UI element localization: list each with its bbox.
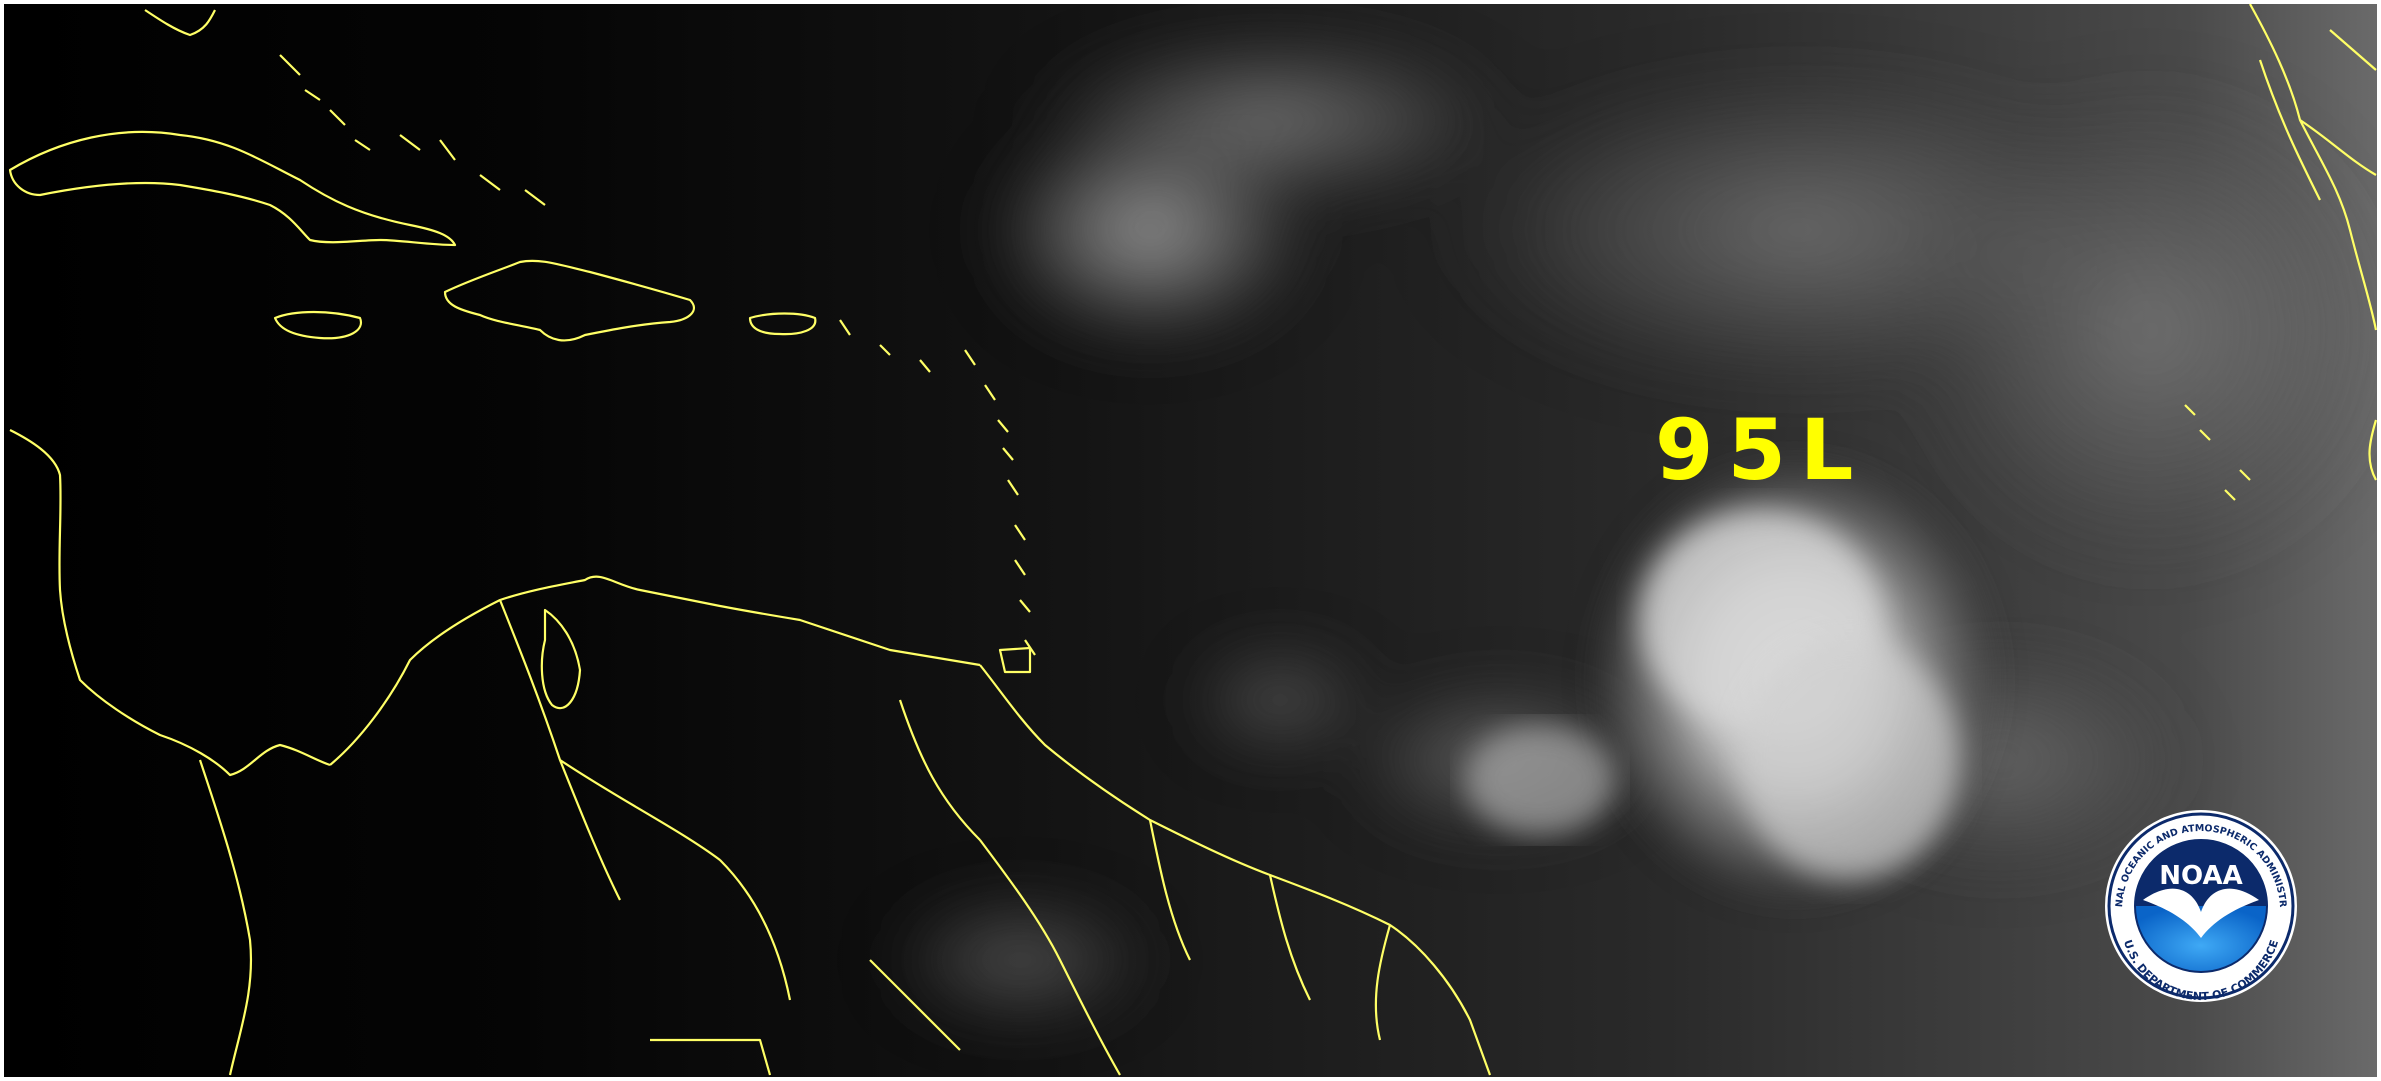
coastline-bahamas [279, 54, 546, 206]
coastline-jamaica [273, 310, 363, 340]
coastline-cuba [8, 130, 457, 247]
coastline-puerto-rico [748, 312, 817, 336]
noaa-seal [2105, 810, 2297, 1002]
noaa-logo: NOAA NATIONAL OCEANIC AND ATMOSPHERIC AD… [2114, 823, 2288, 1003]
coastline-trinidad [998, 646, 1032, 674]
coastline-lake-maracaibo [540, 608, 582, 710]
storm-cloud-mass [1465, 450, 2005, 910]
coastline-south-america-north [329, 575, 981, 766]
svg-text:U.S. DEPARTMENT OF COMMERCE: U.S. DEPARTMENT OF COMMERCE [2121, 938, 2281, 1003]
coastline-guianas [979, 664, 1492, 1076]
noaa-ring-text-bottom: U.S. DEPARTMENT OF COMMERCE [2121, 938, 2281, 1003]
border-lines [198, 599, 1392, 1076]
coastlines [8, 3, 2378, 1076]
coastline-africa [2249, 3, 2378, 481]
coastline-central-america [9, 429, 331, 777]
coastline-lesser-antilles [839, 319, 1036, 656]
coastline-florida [144, 9, 216, 37]
noaa-wordmark: NOAA [2159, 861, 2242, 891]
coastline-cape-verde [2184, 404, 2251, 501]
storm-label-95l: 95L [1655, 401, 1868, 499]
coastline-hispaniola [443, 259, 695, 342]
